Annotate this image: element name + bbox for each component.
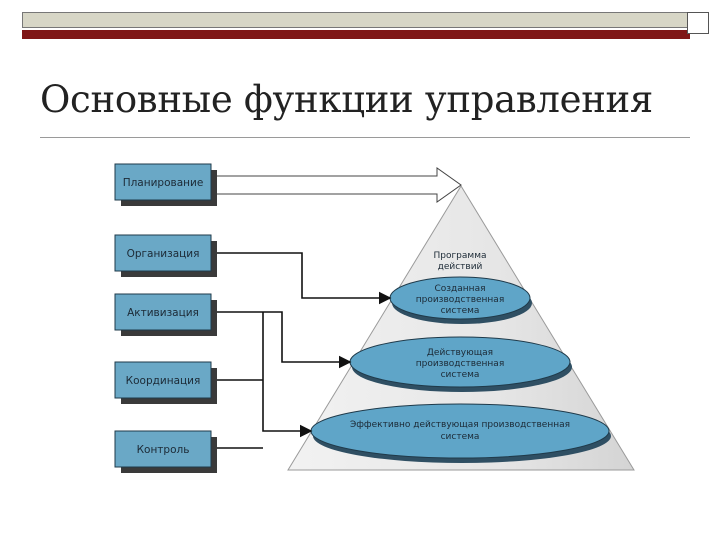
slide-title: Основные функции управления — [40, 78, 653, 121]
function-label-planning: Планирование — [123, 177, 204, 189]
level-2-label-line-2: производственная — [416, 359, 505, 369]
level-3-label-line-2: система — [441, 432, 480, 442]
apex-label-line-2: действий — [438, 262, 483, 272]
title-underline — [40, 137, 690, 138]
function-label-coordination: Координация — [126, 375, 201, 387]
function-label-activation: Активизация — [127, 307, 199, 319]
function-box-organization: Организация — [114, 234, 217, 277]
level-3-label-line-1: Эффективно действующая производственная — [350, 420, 570, 430]
function-box-planning: Планирование — [114, 163, 217, 206]
level-1-label-line-3: система — [441, 306, 480, 316]
apex-label-line-1: Программа — [433, 251, 486, 261]
top-accent-rule — [22, 30, 690, 39]
level-1-label-line-1: Созданная — [434, 284, 485, 294]
planning-hollow-arrow — [211, 167, 462, 203]
corner-square — [687, 12, 709, 34]
connector-bus-to-level-3 — [262, 312, 313, 438]
function-box-activation: Активизация — [114, 293, 217, 336]
connector-organization — [213, 252, 392, 305]
level-3-ellipse — [310, 403, 610, 459]
level-2-label-line-3: система — [441, 370, 480, 380]
level-1-label-line-2: производственная — [416, 295, 505, 305]
connector-activation — [213, 311, 352, 369]
function-box-control: Контроль — [114, 430, 217, 473]
function-box-coordination: Координация — [114, 361, 217, 404]
function-label-organization: Организация — [127, 248, 200, 260]
function-label-control: Контроль — [137, 444, 190, 456]
pyramid — [287, 185, 635, 471]
level-2-label-line-1: Действующая — [427, 348, 493, 358]
